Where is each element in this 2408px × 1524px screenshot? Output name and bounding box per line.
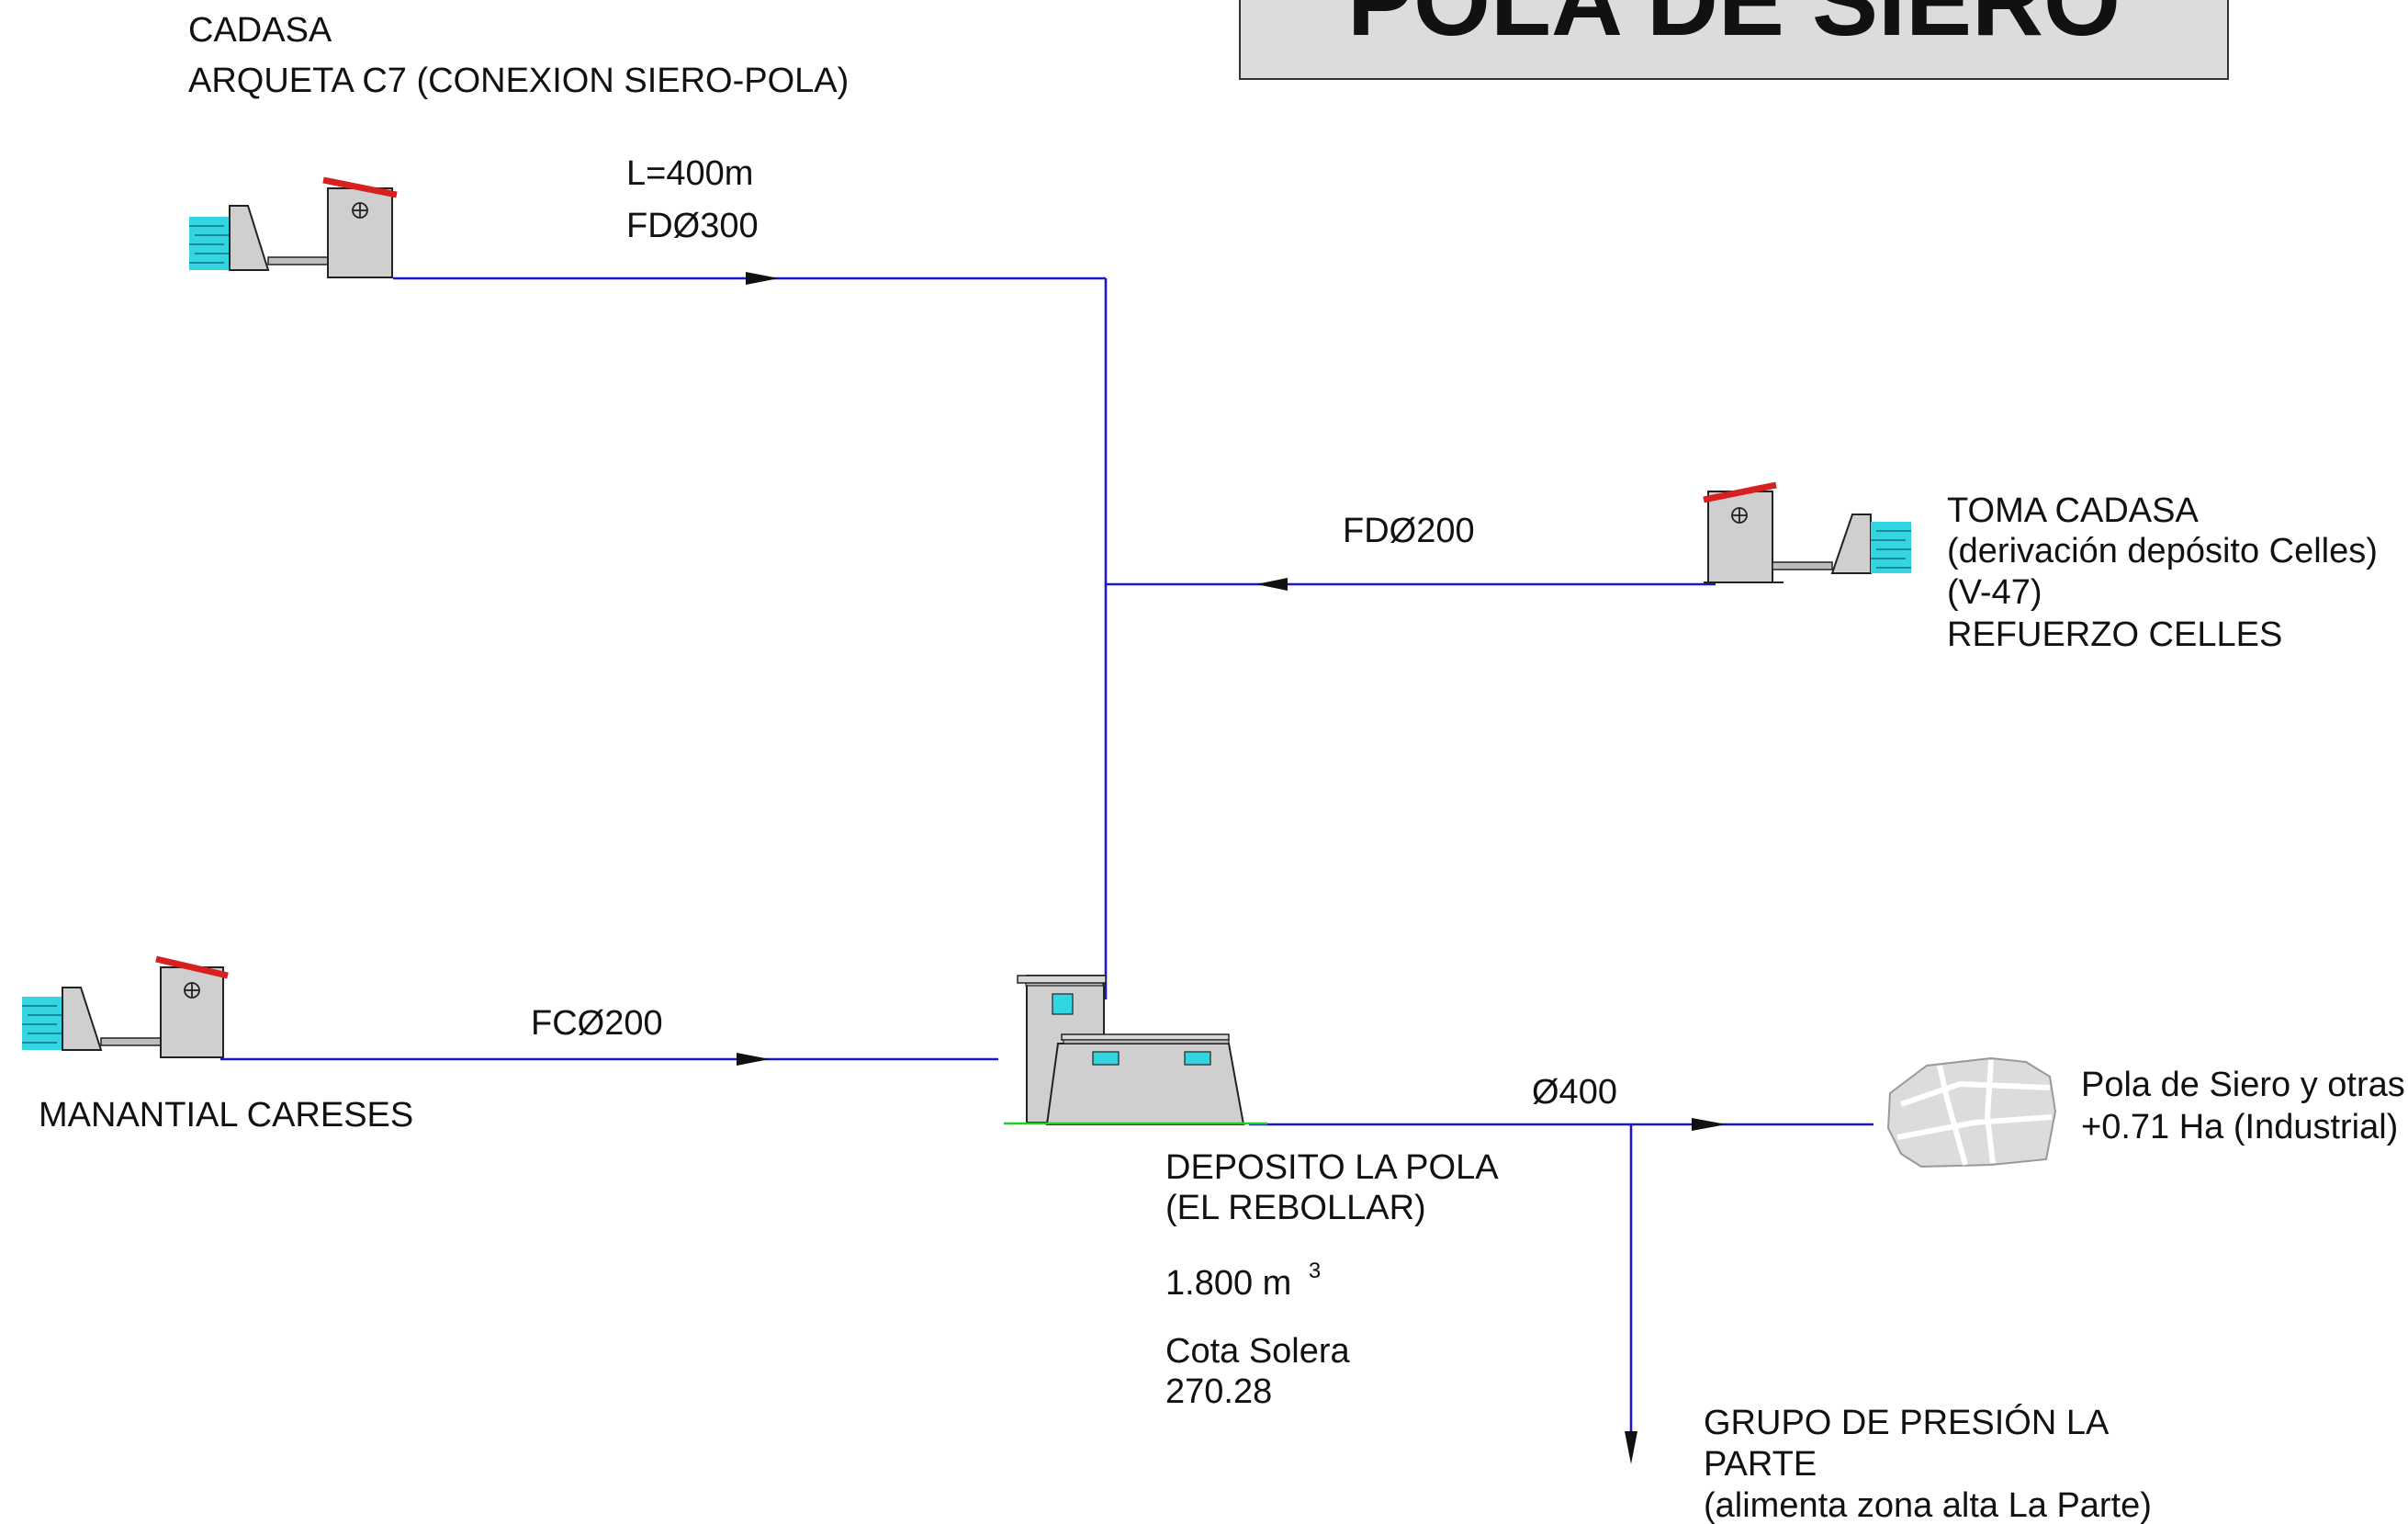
pump-house-icon <box>155 955 229 1058</box>
arrow-right-icon <box>746 272 779 285</box>
source-manantial-careses: FCØ200 MANANTIAL CARESES <box>22 955 663 1135</box>
pola-area-label: +0.71 Ha (Industrial) <box>2081 1108 2398 1146</box>
grupo-label-3: (alimenta zona alta La Parte) <box>1704 1486 2152 1524</box>
deposit-name: DEPOSITO LA POLA <box>1165 1148 1499 1187</box>
water-intake-icon <box>22 987 162 1051</box>
cota-solera-value: 270.28 <box>1165 1372 1272 1411</box>
deposit-volume-exponent: 3 <box>1309 1259 1321 1283</box>
arqueta-c7-label: ARQUETA C7 (CONEXION SIERO-POLA) <box>188 62 849 100</box>
urban-area-icon <box>1886 1056 2057 1168</box>
outlet-diameter-label: Ø400 <box>1532 1073 1617 1112</box>
grupo-label-2: PARTE <box>1704 1445 1817 1484</box>
manantial-label: MANANTIAL CARESES <box>39 1096 413 1135</box>
page-title: POLA DE SIERO <box>1347 0 2121 56</box>
grupo-label-1: GRUPO DE PRESIÓN LA <box>1704 1403 2110 1442</box>
arrow-right-icon <box>737 1053 770 1066</box>
arrow-left-icon <box>1256 578 1288 591</box>
destination-grupo-presion: GRUPO DE PRESIÓN LA PARTE (alimenta zona… <box>1704 1403 2152 1524</box>
destination-pola-de-siero: Pola de Siero y otras +0.71 Ha (Industri… <box>1886 1056 2405 1168</box>
title-box: POLA DE SIERO <box>1239 0 2229 80</box>
pipe-network <box>220 277 1874 1433</box>
toma-v47-label: (V-47) <box>1947 573 2042 612</box>
flow-arrows <box>737 272 1727 1464</box>
deposit-tank-icon <box>1004 975 1267 1125</box>
water-intake-icon <box>189 205 329 271</box>
toma-refuerzo-label: REFUERZO CELLES <box>1947 615 2282 654</box>
cadasa-label: CADASA <box>188 11 332 50</box>
cota-solera-label: Cota Solera <box>1165 1332 1351 1371</box>
deposit-la-pola: DEPOSITO LA POLA (EL REBOLLAR) 1.800 m 3… <box>1004 975 1499 1411</box>
toma-derivacion-label: (derivación depósito Celles) <box>1947 532 2378 570</box>
arrow-down-icon <box>1625 1431 1637 1464</box>
deposit-volume: 1.800 m 3 <box>1165 1259 1321 1303</box>
c7-length-label: L=400m <box>626 154 753 193</box>
pump-house-icon <box>322 176 398 278</box>
water-intake-icon <box>1772 514 1911 574</box>
toma-diameter-label: FDØ200 <box>1343 512 1475 550</box>
pump-house-icon <box>1703 481 1783 583</box>
source-toma-cadasa: FDØ200 TOMA CADASA (derivación depósito … <box>1343 481 2378 654</box>
deposit-subname: (EL REBOLLAR) <box>1165 1189 1426 1227</box>
c7-diameter-label: FDØ300 <box>626 207 759 245</box>
arrow-right-icon <box>1692 1118 1727 1131</box>
source-cadasa-c7: CADASA ARQUETA C7 (CONEXION SIERO-POLA) … <box>188 11 849 278</box>
manantial-diameter-label: FCØ200 <box>531 1004 663 1043</box>
pola-label: Pola de Siero y otras <box>2081 1066 2405 1104</box>
toma-cadasa-label: TOMA CADASA <box>1947 491 2199 530</box>
